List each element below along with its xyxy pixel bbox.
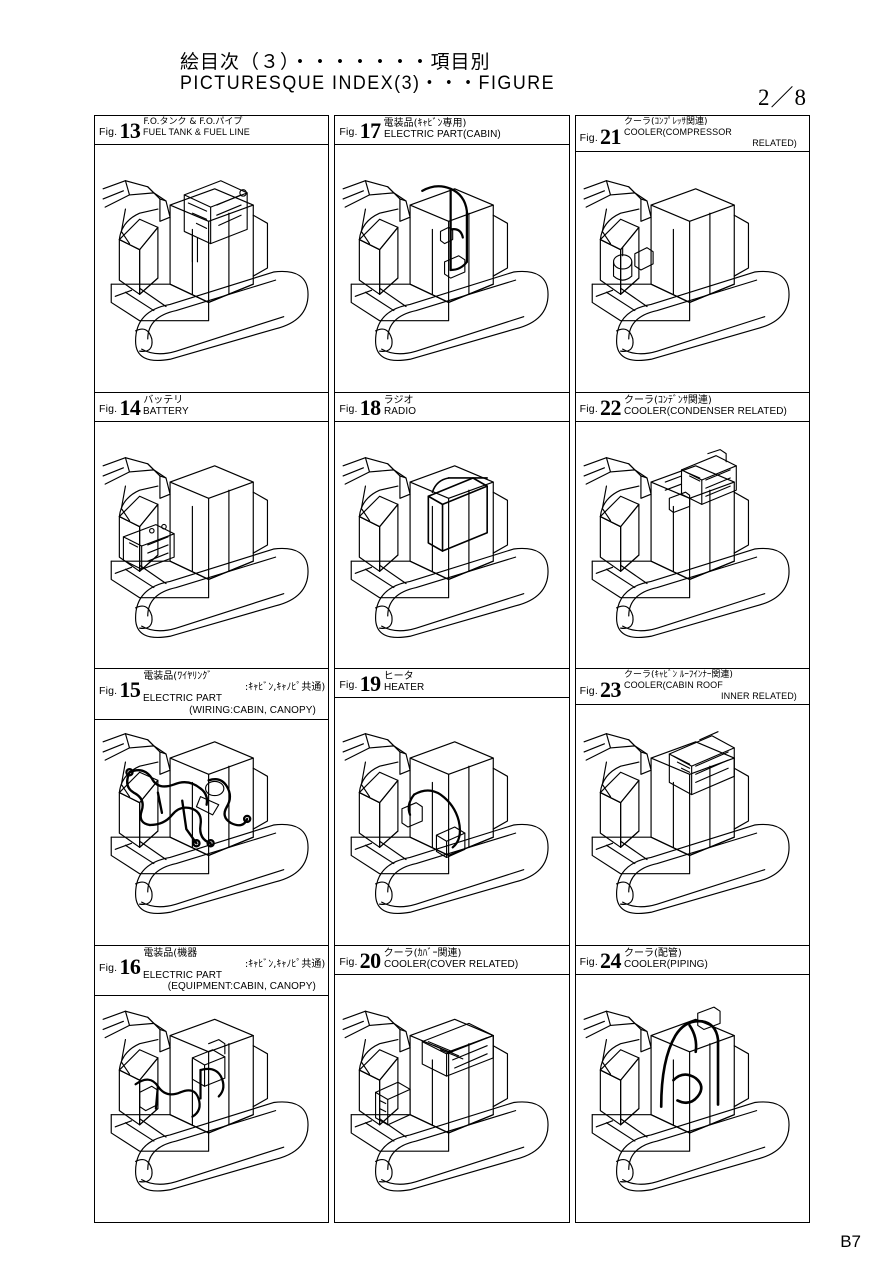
caption-en: HEATER xyxy=(383,681,424,693)
header-title-jp: 絵目次（３）・・・・・・・項目別 xyxy=(180,51,491,73)
caption-jp-line2: :ｷｬﾋﾞﾝ,ｷｬﾉﾋﾟ共通) xyxy=(244,682,326,693)
header-title-en: PICTURESQUE INDEX(3)・・・FIGURE xyxy=(180,73,556,95)
caption-en: COOLER(PIPING) xyxy=(623,957,708,970)
caption-en: ELECTRIC PART xyxy=(143,968,223,981)
caption-jp: クーラ(ｺﾝﾃﾞﾝｻ関連) xyxy=(623,394,712,406)
caption-jp: クーラ(配管) xyxy=(623,947,682,959)
excavator-illustration-19 xyxy=(335,669,568,945)
caption-en-line2: RELATED) xyxy=(752,137,797,149)
figure-label: Fig. xyxy=(339,679,358,691)
caption-jp: バッテリ xyxy=(143,394,184,406)
figure-label: Fig. xyxy=(99,402,118,415)
page-header: 絵目次（３）・・・・・・・項目別 PICTURESQUE INDEX(3)・・・… xyxy=(180,51,820,95)
figure-number: 16 xyxy=(119,953,141,979)
caption-en: COOLER(CABIN ROOF xyxy=(623,679,723,691)
footer-code: B7 xyxy=(840,1232,861,1251)
figure-label: Fig. xyxy=(99,961,118,974)
figure-label: Fig. xyxy=(579,132,598,144)
caption-en-line2: INNER RELATED) xyxy=(721,690,797,702)
caption-en: BATTERY xyxy=(143,404,190,417)
figure-number: 17 xyxy=(359,118,382,143)
figure-label: Fig. xyxy=(579,685,598,697)
figure-label: Fig. xyxy=(339,126,358,138)
caption-en: COOLER(COVER RELATED) xyxy=(383,957,518,970)
figure-number: 22 xyxy=(599,394,622,420)
caption-en-line2: (EQUIPMENT:CABIN, CANOPY) xyxy=(168,980,317,993)
caption-en: ELECTRIC PART(CABIN) xyxy=(383,128,501,140)
excavator-illustration-21 xyxy=(576,116,809,392)
caption-jp: クーラ(ｷｬﾋﾞﾝ ﾙｰﾌｲﾝﾅｰ関連) xyxy=(623,670,733,680)
caption-en-line2: (WIRING:CABIN, CANOPY) xyxy=(189,703,317,716)
excavator-illustration-15 xyxy=(95,669,328,945)
caption-jp: クーラ(ｶﾊﾞｰ関連) xyxy=(383,947,462,959)
caption-en: COOLER(COMPRESSOR xyxy=(623,126,732,138)
figure-number: 24 xyxy=(599,947,622,973)
caption-en: COOLER(CONDENSER RELATED) xyxy=(623,404,787,417)
excavator-illustration-17 xyxy=(335,116,568,392)
caption-jp: クーラ(ｺﾝﾌﾟﾚｯｻ関連) xyxy=(623,117,708,127)
figure-number: 15 xyxy=(119,677,141,702)
figure-label: Fig. xyxy=(339,402,358,415)
figure-label: Fig. xyxy=(579,402,598,415)
caption-jp: 電装品(ﾜｲﾔﾘﾝｸﾞ xyxy=(143,671,213,682)
figure-number: 20 xyxy=(359,947,382,973)
excavator-illustration-14 xyxy=(95,393,328,669)
caption-jp: F.O.タンク & F.O.パイプ xyxy=(143,117,243,127)
caption-jp: 電装品(ｷｬﾋﾞﾝ専用) xyxy=(383,118,467,129)
figure-label: Fig. xyxy=(339,955,358,968)
caption-jp-line2: :ｷｬﾋﾞﾝ,ｷｬﾉﾋﾟ共通) xyxy=(244,958,326,970)
page-number: 2／8 xyxy=(758,85,807,110)
excavator-illustration-13 xyxy=(95,116,328,392)
figure-label: Fig. xyxy=(99,685,118,697)
caption-jp: ラジオ xyxy=(383,394,414,406)
figure-number: 18 xyxy=(359,394,382,420)
figure-label: Fig. xyxy=(579,955,598,968)
caption-en: FUEL TANK & FUEL LINE xyxy=(143,126,251,138)
figure-number: 23 xyxy=(599,677,622,702)
excavator-illustration-24 xyxy=(576,946,809,1223)
figure-label: Fig. xyxy=(99,126,118,138)
excavator-illustration-20 xyxy=(335,946,568,1223)
excavator-illustration-16 xyxy=(95,946,328,1223)
caption-jp: ヒータ xyxy=(383,671,414,682)
caption-jp: 電装品(機器 xyxy=(143,947,198,959)
figure-number: 14 xyxy=(119,394,141,420)
excavator-illustration-23 xyxy=(576,669,809,945)
excavator-illustration-22 xyxy=(576,393,809,669)
figure-number: 13 xyxy=(119,118,141,143)
figure-number: 19 xyxy=(359,671,382,696)
excavator-illustration-18 xyxy=(335,393,568,669)
figure-number: 21 xyxy=(599,124,622,149)
caption-en: RADIO xyxy=(383,404,416,417)
caption-en: ELECTRIC PART xyxy=(143,692,223,704)
